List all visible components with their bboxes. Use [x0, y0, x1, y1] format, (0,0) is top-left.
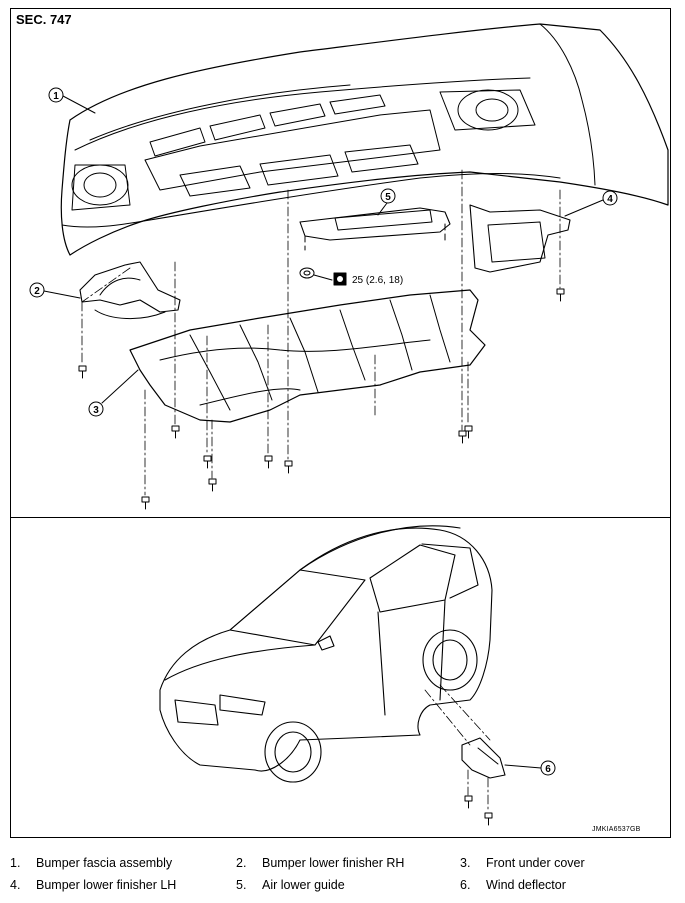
bolt [264, 455, 273, 469]
bolt [556, 288, 565, 302]
legend-item-6: 6. Wind deflector [460, 878, 566, 892]
bolt [208, 478, 217, 492]
legend-item-2: 2. Bumper lower finisher RH [236, 856, 404, 870]
deflector-bolts [464, 795, 493, 826]
wind-deflector-guide-lines [424, 684, 491, 813]
figure-code: JMKIA6537GB [592, 826, 641, 833]
legend-label: Bumper lower finisher RH [262, 856, 405, 870]
legend-label: Air lower guide [262, 878, 345, 892]
section-divider [10, 517, 671, 518]
callout-5: 5 [377, 188, 396, 216]
bumper-lower-finisher-rh [79, 261, 181, 320]
bumper-lower-finisher-lh [469, 204, 571, 273]
legend-number: 3. [460, 856, 471, 870]
legend-label: Wind deflector [486, 878, 566, 892]
svg-text:2: 2 [34, 286, 40, 297]
svg-text:5: 5 [385, 192, 391, 203]
legend-item-4: 4. Bumper lower finisher LH [10, 878, 176, 892]
callout-2: 2 [29, 282, 81, 299]
bolt [141, 496, 150, 510]
legend-number: 6. [460, 878, 471, 892]
svg-text:6: 6 [545, 764, 551, 775]
callout-3: 3 [88, 369, 139, 417]
bolt [464, 795, 473, 809]
svg-text:3: 3 [93, 405, 99, 416]
svg-text:1: 1 [53, 91, 59, 102]
legend-number: 1. [10, 856, 21, 870]
callout-6: 6 [504, 760, 556, 776]
wind-deflector [461, 737, 506, 779]
bolt [171, 425, 180, 439]
bolt [458, 430, 467, 444]
bumper-fascia-assembly [60, 23, 669, 256]
clip-nut [299, 267, 333, 281]
diagram-frame [10, 8, 671, 838]
front-under-cover [129, 289, 486, 423]
vehicle-illustration [159, 525, 493, 783]
fastener-bolts [78, 288, 565, 510]
section-label: SEC. 747 [16, 12, 72, 27]
torque-icon [333, 272, 347, 286]
legend-label: Bumper fascia assembly [36, 856, 173, 870]
legend-item-3: 3. Front under cover [460, 856, 585, 870]
callout-4: 4 [564, 190, 618, 217]
callout-1: 1 [48, 87, 96, 114]
bolt [78, 365, 87, 379]
legend-number: 2. [236, 856, 247, 870]
legend-item-1: 1. Bumper fascia assembly [10, 856, 172, 870]
legend-number: 5. [236, 878, 247, 892]
legend-number: 4. [10, 878, 21, 892]
bolt [203, 455, 212, 469]
legend-label: Front under cover [486, 856, 585, 870]
bolt [284, 460, 293, 474]
assembly-guide-lines [81, 169, 561, 496]
svg-text:4: 4 [607, 194, 613, 205]
legend-label: Bumper lower finisher LH [36, 878, 177, 892]
bolt [464, 425, 473, 439]
bolt [484, 812, 493, 826]
air-lower-guide [299, 207, 451, 251]
torque-value: 25 (2.6, 18) [352, 275, 403, 286]
legend-item-5: 5. Air lower guide [236, 878, 345, 892]
